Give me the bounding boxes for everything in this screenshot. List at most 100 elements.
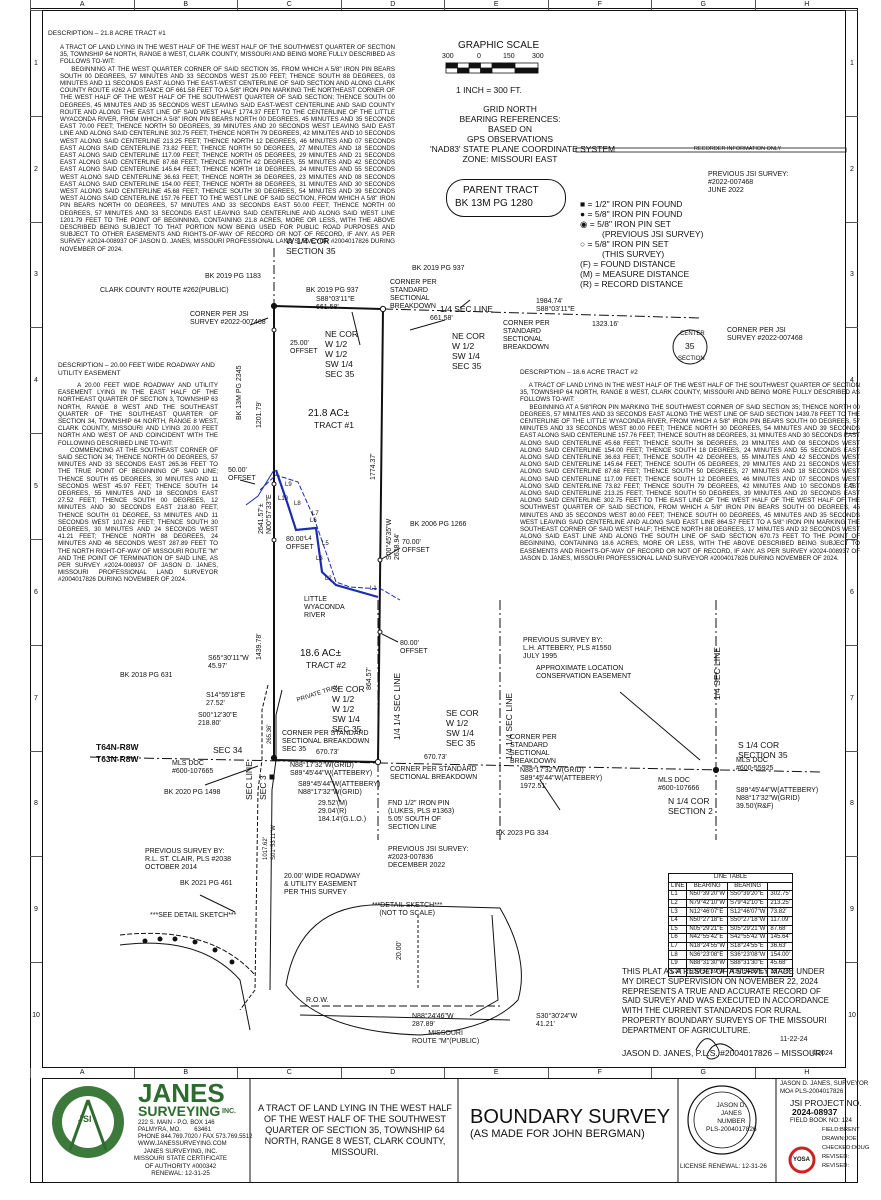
legend-row: (F) = FOUND DISTANCE [580,259,676,269]
legend: ■ = 1/2" IRON PIN FOUND ● = 5/8" IRON PI… [580,199,703,289]
row-label: 3 [846,221,858,328]
scale-tick: 0 [477,53,481,60]
easement-label: 20.00' WIDE ROADWAY & UTILITY EASEMENT P… [284,873,361,896]
parent-tract-box: PARENT TRACT BK 13M PG 1280 [446,179,566,217]
col-label: H [754,0,859,10]
line-table-header: BEARING [727,881,769,892]
title-block [42,1078,846,1183]
legend-row: (R) = RECORD DISTANCE [580,279,684,289]
distance-label: 1439.78' [256,633,263,660]
field-book: FIELD BOOK NO: 124 [790,1117,852,1124]
row-label: 10 [846,962,858,1068]
section-line-label: 1/4 SEC LINE [712,647,722,700]
company-address: 222 S. MAIN - P.O. BOX 146 PALMYRA, MO. … [138,1120,253,1147]
corner-label: SE COR W 1/2 SW 1/4 SEC 35 [446,708,479,748]
desc1-body: A TRACT OF LAND LYING IN THE WEST HALF O… [60,44,395,253]
col-label: F [547,1068,652,1078]
line-table-title: LINE TABLE [668,873,793,883]
section-line-label: 1/4 SEC LINE [440,304,493,314]
column-grid-top: A B C D E F G H [30,0,858,10]
mls-doc: MLS DOC #600-55925 [736,757,774,772]
row-label: 6 [30,538,42,645]
section-line-label: SEC LINE [244,761,254,800]
offset-pin [377,629,383,635]
certification: THIS PLAT AS A RESULT OF A SURVEY MADE U… [622,967,832,1035]
center-label: CENTER [680,331,705,337]
distance-label: 1984.74' S88°03'11"E [536,298,575,313]
row-label: 2 [846,115,858,222]
leader-line [199,894,236,913]
corner-note: CORNER PER STANDARD SECTIONAL BREAKDOWN [390,279,437,310]
line-label-l3: L3 [316,556,323,562]
offset-label: 80.00' OFFSET [400,640,428,655]
drawing-frame [42,10,846,1068]
corner-label: S 1/4 COR SECTION 35 [738,740,788,760]
prev-survey-top: PREVIOUS JSI SURVEY: #2022-007468 JUNE 2… [708,171,789,194]
surveyor-signature-line: JASON D. JANES, P.L.S. #2004017826 – MIS… [622,1048,824,1058]
leader-line [249,317,269,326]
route-m-edge [119,942,251,1031]
deed-ref: BK 2019 PG 1183 [205,273,261,280]
river-bank [245,469,275,506]
row-label: 1 [846,10,858,116]
quarter-section-line [382,308,701,319]
iron-pin-set [374,758,382,766]
distance-label: 661.58' [430,315,453,322]
row-grid-left: 1 2 3 4 5 6 7 8 9 10 [30,10,42,1068]
previous-survey: PREVIOUS SURVEY BY: R.L. ST. CLAIR, PLS … [145,848,231,871]
scale-note: 1 INCH = 300 FT. [456,85,522,95]
bearing-label: S88°03'11"E 661.58' [316,296,355,311]
col-label: B [133,0,238,10]
bearing-label: S89°45'44"W(ATTEBERY) N88°17'32"W(GRID) … [736,787,819,810]
row-label: 4 [30,327,42,433]
row-label: 6 [846,538,858,645]
col-label: C [237,0,341,10]
bearing-label: S30°30'24"W 41.21' [536,1013,578,1028]
row-label: 9 [846,856,858,962]
corner-label: NE COR W 1/2 SW 1/4 SEC 35 [452,331,486,371]
company-name-2: SURVEYING [138,1103,221,1119]
township-label: T64N-R8W [96,742,139,752]
bearing-reference: GRID NORTH BEARING REFERENCES: BASED ON … [430,104,616,164]
scale-tick: 150 [503,53,515,60]
desc-road-title: DESCRIPTION – 20.00 FEET WIDE ROADWAY AN… [58,362,217,377]
river-label: LITTLE WYACONDA RIVER [304,596,345,619]
bearing-label: S89°45'44"W(ATTEBERY) N88°17'32"W(GRID) [298,781,381,796]
tract2-name: TRACT #2 [306,660,346,670]
tract-river-boundary [274,469,379,599]
private-trail [239,684,269,1011]
distance-label: 1017.62' S01°53'11"W [263,825,277,860]
column-grid-bottom: A B C D E F G H [30,1068,858,1078]
leader-line [459,299,471,309]
corner-label: NE COR W 1/2 W 1/2 SW 1/4 SEC 35 [325,329,359,379]
company-inc: INC. [222,1108,236,1115]
bearing-label: S14°55'18"E 27.52' [206,692,246,707]
surveyor-seal [687,1085,757,1155]
distance-label: 1201.79' [256,401,263,428]
corner-note: CORNER PER STANDARD SECTIONAL BREAKDOWN … [282,730,370,753]
distance-label: 1323.16' [592,321,619,328]
deed-ref: BK 2006 PG 1266 [410,521,467,528]
copyright: ©2024 [812,1050,833,1057]
iron-pin-found [712,766,720,774]
detail-title: ***DETAIL SKETCH*** (NOT TO SCALE) [372,902,443,917]
row-grid-right: 1 2 3 4 5 6 7 8 9 10 [846,10,858,1068]
field-crew: FIELD:BRENT [822,1127,860,1133]
row-label: 3 [30,221,42,328]
previous-survey: PREVIOUS JSI SURVEY: #2023-007836 DECEMB… [388,846,469,869]
desc-road-body: A 20.00 FEET WIDE ROADWAY AND UTILITY EA… [58,382,218,584]
parent-tract-line1: PARENT TRACT [463,185,539,196]
row-label: 5 [846,433,858,539]
leader-line [619,691,701,761]
leader-line [239,479,256,485]
leader-line [351,311,361,346]
deed-ref: BK 2021 PG 461 [180,880,233,887]
line-table-header: BEARING [686,881,729,892]
corner-note: CORNER PER STANDARD SECTIONAL BREAKDOWN [503,320,550,351]
line-table-header [767,881,793,892]
legend-row: (PREVIOUS JSI SURVEY) [602,229,704,239]
